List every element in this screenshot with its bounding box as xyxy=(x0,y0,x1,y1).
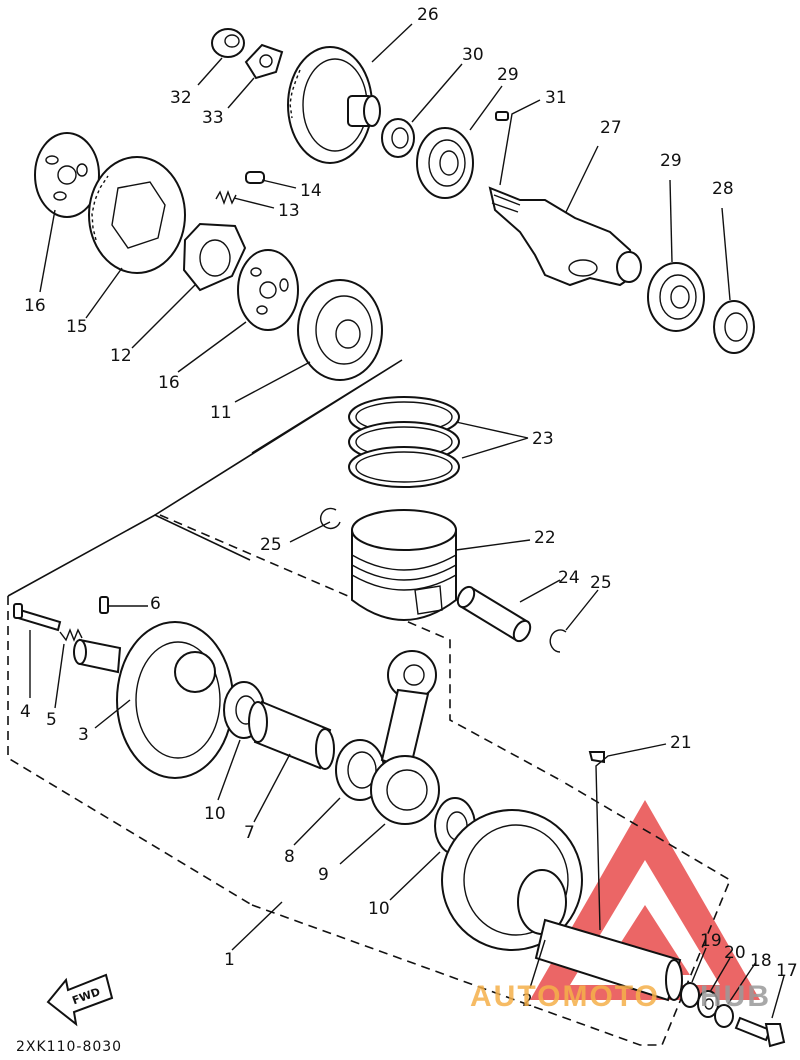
callout-14: 14 xyxy=(300,181,322,201)
spring-5 xyxy=(59,628,83,642)
watermark-text-automoto: AUTOMOTO xyxy=(470,980,660,1013)
crank-pin-7 xyxy=(248,700,335,770)
callout-21: 21 xyxy=(670,733,692,753)
callout-31: 31 xyxy=(545,88,567,108)
pin-6 xyxy=(99,596,109,614)
callout-13: 13 xyxy=(278,201,300,221)
spring-13 xyxy=(215,189,237,206)
callout-17: 17 xyxy=(776,961,798,981)
callout-30: 30 xyxy=(462,45,484,65)
callout-labels: 32 33 26 30 29 31 27 29 28 14 13 16 15 1… xyxy=(20,5,798,1011)
callout-25-upper: 25 xyxy=(260,535,282,555)
diagram-code: 2XK110-8030 xyxy=(16,1039,122,1055)
callout-29-lower: 29 xyxy=(660,151,682,171)
plate-16-left xyxy=(34,132,100,218)
callout-25-lower: 25 xyxy=(590,573,612,593)
piston-pin-24 xyxy=(456,585,532,643)
hub-12 xyxy=(182,222,247,292)
callout-2: 2 xyxy=(522,991,533,1011)
key-21 xyxy=(588,751,605,764)
washer-18 xyxy=(714,1004,734,1028)
callout-18: 18 xyxy=(750,951,772,971)
callout-15: 15 xyxy=(66,317,88,337)
bearing-29-lower xyxy=(647,262,705,332)
crank-left-3 xyxy=(73,621,234,779)
bearing-11 xyxy=(297,279,383,381)
callout-6: 6 xyxy=(150,594,161,614)
callout-24: 24 xyxy=(558,568,580,588)
fwd-arrow: FWD xyxy=(46,973,114,1027)
callout-10-left: 10 xyxy=(204,804,226,824)
callout-8: 8 xyxy=(284,847,295,867)
crank-right-2 xyxy=(441,809,683,1002)
piston-22 xyxy=(351,509,457,621)
bolt-4 xyxy=(13,603,62,632)
callout-11: 11 xyxy=(210,403,232,423)
piston-rings-23 xyxy=(348,396,460,488)
watermark-text-hub: HUB xyxy=(700,980,771,1013)
bearing-29-upper xyxy=(416,127,474,199)
key-31 xyxy=(495,111,509,121)
washer-19 xyxy=(680,982,700,1008)
callout-29-upper: 29 xyxy=(497,65,519,85)
callout-32: 32 xyxy=(170,88,192,108)
callout-16-left: 16 xyxy=(24,296,46,316)
callout-27: 27 xyxy=(600,118,622,138)
leader-lines xyxy=(29,23,785,1019)
oil-seal-28 xyxy=(713,300,755,354)
callout-23: 23 xyxy=(532,429,554,449)
connecting-rod-9 xyxy=(370,650,440,825)
balancer-shaft-27 xyxy=(488,186,642,287)
balancer-gear-26 xyxy=(287,46,381,164)
bolt-17 xyxy=(734,1016,786,1048)
callout-4: 4 xyxy=(20,702,31,722)
nut-32 xyxy=(211,28,245,58)
piston-pin-clip-25-lower xyxy=(549,629,567,653)
callout-33: 33 xyxy=(202,108,224,128)
callout-20: 20 xyxy=(724,943,746,963)
lock-washer-33 xyxy=(244,43,284,80)
callout-22: 22 xyxy=(534,528,556,548)
callout-19: 19 xyxy=(700,931,722,951)
assembly-boundary xyxy=(7,359,732,1046)
callout-26: 26 xyxy=(417,5,439,25)
callout-16-center: 16 xyxy=(158,373,180,393)
washer-20 xyxy=(697,990,719,1018)
watermark-text: AUTOMOTO HUB xyxy=(470,980,771,1013)
callout-28: 28 xyxy=(712,179,734,199)
oil-seal-30 xyxy=(381,118,415,158)
callout-3: 3 xyxy=(78,725,89,745)
callout-1: 1 xyxy=(224,950,235,970)
piston-pin-clip-25-upper xyxy=(319,507,341,530)
callout-7: 7 xyxy=(244,823,255,843)
plate-16-center xyxy=(237,249,299,331)
callout-10-right: 10 xyxy=(368,899,390,919)
callout-5: 5 xyxy=(46,710,57,730)
pin-14 xyxy=(245,171,265,184)
callout-12: 12 xyxy=(110,346,132,366)
gear-15 xyxy=(88,156,186,274)
callout-9: 9 xyxy=(318,865,329,885)
